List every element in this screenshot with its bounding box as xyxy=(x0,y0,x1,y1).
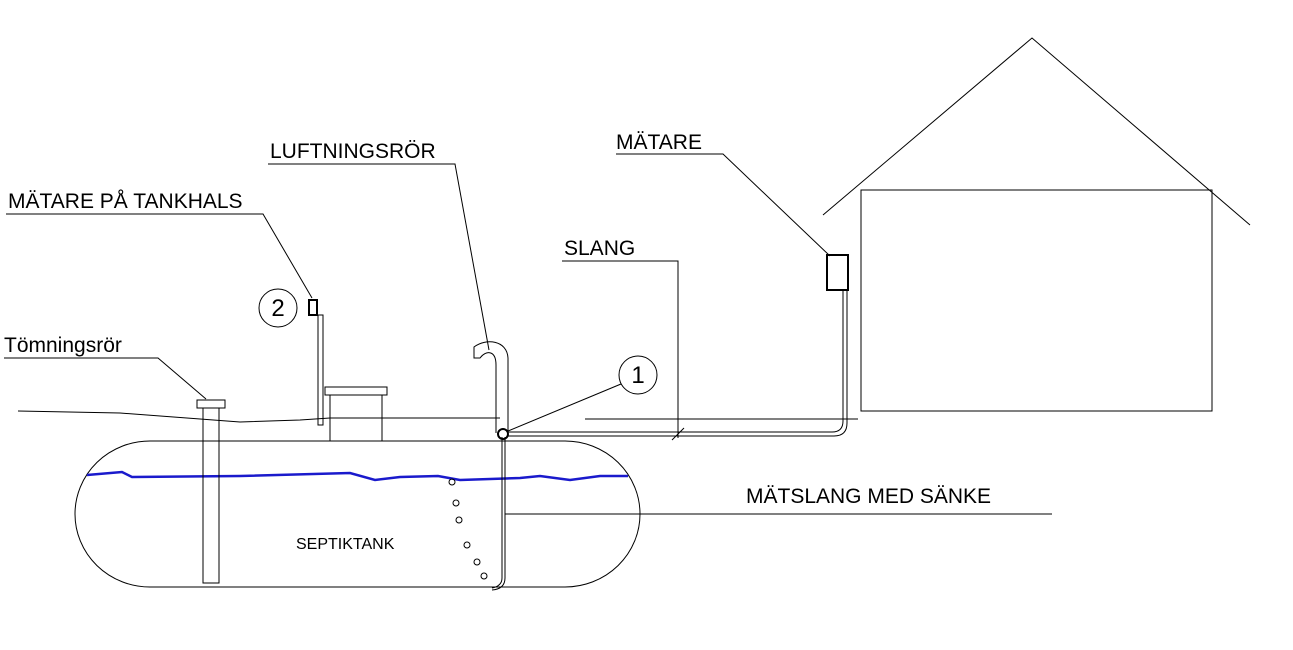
tank-neck-meter xyxy=(308,299,324,426)
measuring-hose xyxy=(491,437,506,591)
marker-two-text: 2 xyxy=(271,295,284,322)
leader-marker-one xyxy=(507,383,622,432)
leader-tomningsror xyxy=(4,357,207,400)
tank-neck-lid xyxy=(324,386,388,396)
bubble xyxy=(473,558,481,566)
house-meter xyxy=(826,254,849,291)
tank-body xyxy=(74,440,641,588)
label-matslang: MÄTSLANG MED SÄNKE xyxy=(746,485,991,508)
label-tomningsror: Tömningsrör xyxy=(4,334,122,357)
bubble xyxy=(480,572,488,580)
ventilation-pipe xyxy=(473,341,509,433)
emptying-pipe-body xyxy=(202,407,220,584)
label-matare: MÄTARE xyxy=(616,131,702,154)
ground-line xyxy=(17,410,500,423)
leader-slang xyxy=(562,260,679,438)
measuring-hose-line xyxy=(491,437,503,589)
liquid-level xyxy=(86,470,628,482)
hose-line-bottom xyxy=(508,290,848,437)
marker-one-circle xyxy=(618,355,658,395)
emptying-pipe xyxy=(196,399,226,584)
label-slang: SLANG xyxy=(564,237,635,260)
slang-tick xyxy=(671,427,685,441)
house-wall xyxy=(860,189,1213,412)
bubble xyxy=(448,478,456,486)
emptying-pipe-cap xyxy=(196,399,226,409)
leader-matare xyxy=(616,153,831,257)
bubble xyxy=(455,516,463,524)
house xyxy=(822,37,1251,412)
tank-neck xyxy=(324,386,388,442)
marker-two: 2 xyxy=(258,288,298,328)
measuring-hose-line-inner xyxy=(491,437,506,591)
septic-tank xyxy=(74,440,641,588)
leader-luftningsror xyxy=(268,163,490,351)
marker-one-text: 1 xyxy=(631,362,644,389)
label-luftningsror: LUFTNINGSRÖR xyxy=(270,140,436,163)
hose xyxy=(508,290,848,437)
hose-connector xyxy=(497,428,509,440)
sediment-bubbles xyxy=(448,478,488,580)
leader-matare-tankhals xyxy=(6,213,313,299)
leader-lines xyxy=(4,153,1052,515)
bubble xyxy=(463,541,471,549)
label-matare-tankhals: MÄTARE PÅ TANKHALS xyxy=(8,190,243,213)
vent-pipe-hook xyxy=(473,341,509,366)
bubble xyxy=(452,499,460,507)
label-septiktank: SEPTIKTANK xyxy=(296,536,395,553)
marker-two-circle xyxy=(258,288,298,328)
tank-neck-meter-box xyxy=(308,299,318,316)
hose-line-top xyxy=(508,290,844,433)
house-roof xyxy=(822,37,1251,226)
marker-one: 1 xyxy=(618,355,658,395)
tank-neck-meter-rod xyxy=(317,314,324,426)
